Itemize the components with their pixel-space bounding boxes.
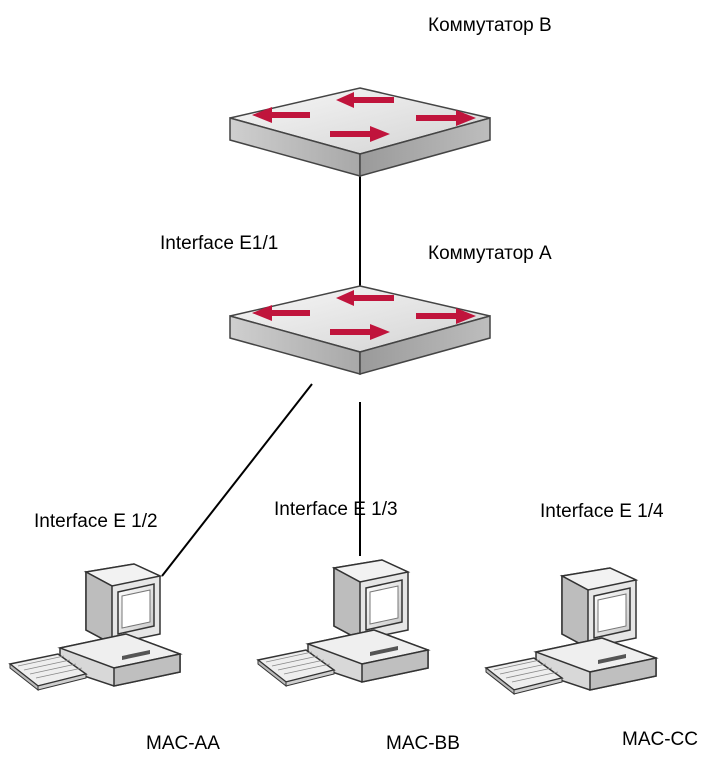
switch-b-label: Коммутатор B <box>428 15 552 36</box>
computer-mac-bb-icon <box>257 559 429 687</box>
mac-bb-label: MAC-BB <box>386 733 460 754</box>
computer-mac-aa-icon <box>9 563 181 691</box>
interface-e1-1-label: Interface E1/1 <box>160 233 279 254</box>
switch-b-icon <box>229 87 491 177</box>
interface-e1-4-label: Interface E 1/4 <box>540 501 664 522</box>
link-switch-a-to-mac-aa <box>161 383 313 577</box>
mac-cc-label: MAC-CC <box>622 729 698 750</box>
mac-aa-label: MAC-AA <box>146 733 220 754</box>
switch-a-label: Коммутатор A <box>428 243 552 264</box>
interface-e1-2-label: Interface E 1/2 <box>34 511 158 532</box>
interface-e1-3-label: Interface E 1/3 <box>274 499 398 520</box>
switch-a-icon <box>229 285 491 375</box>
computer-mac-cc-icon <box>485 567 657 695</box>
